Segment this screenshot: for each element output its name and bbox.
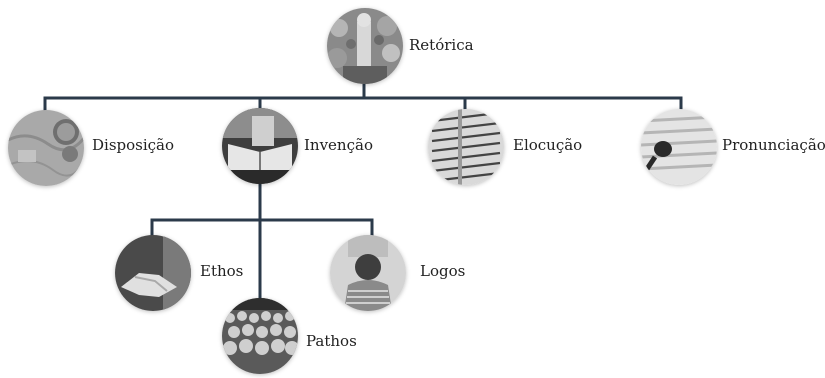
handshake-icon <box>115 235 191 311</box>
node-label: Pathos <box>306 332 357 350</box>
node-label: Ethos <box>200 262 243 280</box>
open-book-icon <box>222 108 298 184</box>
microphone-icon <box>641 109 717 185</box>
node-label: Disposição <box>92 136 174 154</box>
audience-crowd-icon <box>222 298 298 374</box>
dictionary-text-icon <box>428 109 504 185</box>
thinking-person-icon <box>330 235 406 311</box>
node-label: Logos <box>420 262 465 280</box>
node-label: Invenção <box>304 136 373 154</box>
map-compass-icon <box>8 110 84 186</box>
statue-crowd-icon <box>327 8 403 84</box>
node-label: Retórica <box>409 36 474 54</box>
node-label: Pronunciação <box>722 136 825 154</box>
node-label: Elocução <box>513 136 582 154</box>
